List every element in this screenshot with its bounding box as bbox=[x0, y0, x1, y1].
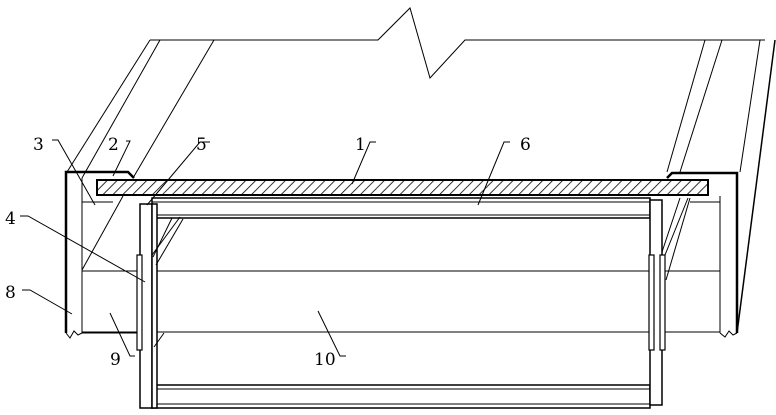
leader-8 bbox=[22, 289, 73, 315]
slab-diagonal-lower bbox=[81, 195, 124, 271]
leader-2 bbox=[112, 140, 131, 177]
left-frame bbox=[64, 170, 135, 333]
slab-diagonal bbox=[132, 39, 215, 179]
leader-9 bbox=[109, 312, 135, 357]
leader-3 bbox=[52, 139, 96, 206]
bottom-roller bbox=[151, 384, 651, 409]
leader-4 bbox=[20, 215, 146, 283]
slab-right-edge bbox=[739, 39, 761, 173]
leader-10 bbox=[317, 310, 346, 357]
slab-right-diagonal-2 bbox=[679, 39, 723, 173]
label-3: 3 bbox=[33, 135, 44, 155]
label-2: 2 bbox=[108, 135, 119, 155]
slab-left-edge-inner bbox=[81, 39, 161, 179]
leader-1 bbox=[351, 141, 376, 185]
slab-right-diagonal bbox=[666, 39, 706, 173]
label-5: 5 bbox=[196, 135, 207, 155]
label-9: 9 bbox=[110, 350, 121, 370]
plate-1 bbox=[96, 179, 709, 196]
leader-6 bbox=[477, 141, 510, 206]
label-4: 4 bbox=[5, 209, 16, 229]
leader-5 bbox=[146, 141, 210, 206]
slab-top-edge bbox=[150, 7, 765, 79]
label-8: 8 bbox=[5, 283, 16, 303]
slab-right-outer bbox=[736, 39, 776, 334]
right-frame bbox=[666, 171, 739, 333]
label-10: 10 bbox=[314, 350, 336, 370]
left-break bbox=[65, 330, 83, 339]
slab-left-edge bbox=[66, 39, 151, 173]
label-1: 1 bbox=[355, 135, 366, 155]
label-6: 6 bbox=[520, 135, 531, 155]
